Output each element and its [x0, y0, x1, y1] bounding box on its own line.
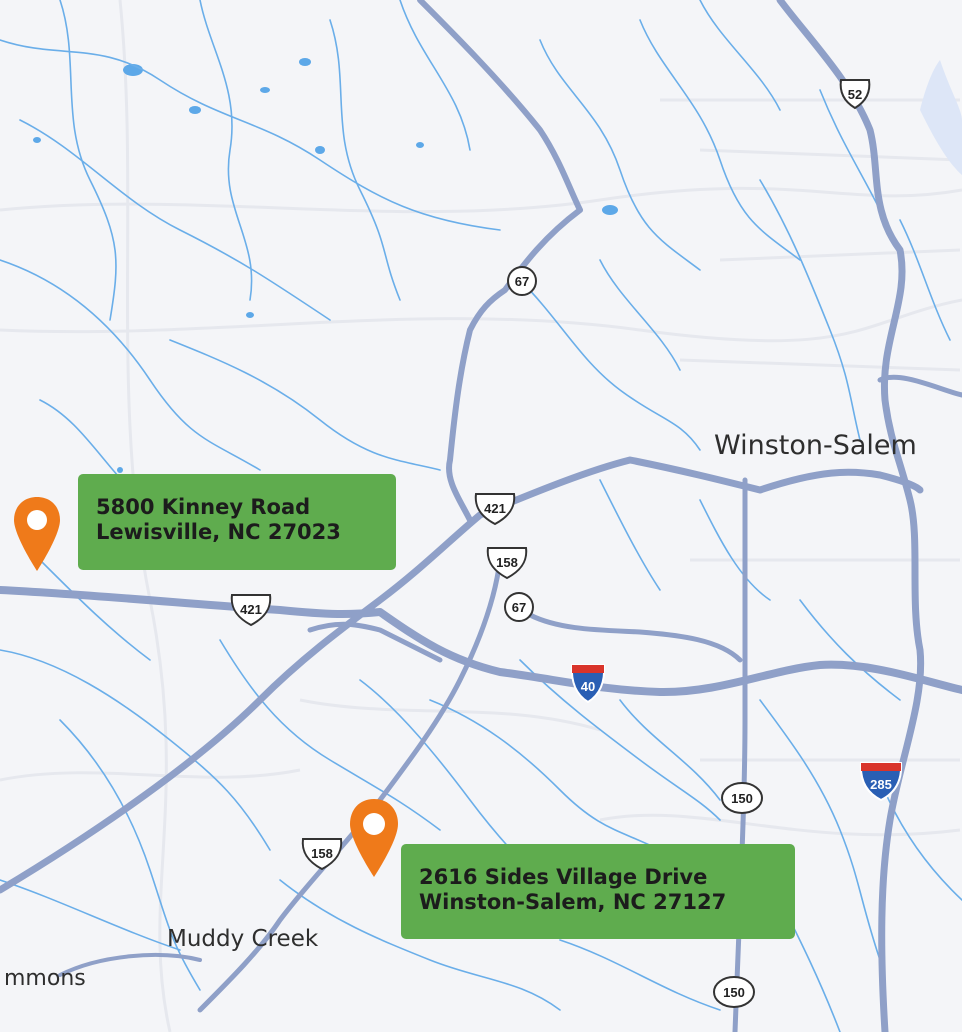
us-158-north-label: 158 — [496, 555, 518, 570]
callout-sides-line2: Winston-Salem, NC 27127 — [419, 890, 727, 914]
us-158-shield-north[interactable]: 158 — [484, 545, 530, 581]
nc-67-shield-south[interactable]: 67 — [502, 590, 536, 624]
i-285-shield[interactable]: 285 — [858, 760, 904, 802]
map-pin-icon-sides[interactable] — [347, 797, 401, 881]
us-52-shield[interactable]: 52 — [837, 77, 873, 111]
us-421-shield-north[interactable]: 421 — [472, 491, 518, 527]
callout-sides-line1: 2616 Sides Village Drive — [419, 865, 708, 889]
nc-150-south-label: 150 — [723, 985, 745, 1000]
us-421-west-label: 421 — [240, 602, 262, 617]
us-421-north-label: 421 — [484, 501, 506, 516]
callout-kinney[interactable]: 5800 Kinney Road Lewisville, NC 27023 — [78, 474, 396, 570]
us-52-label: 52 — [848, 87, 862, 102]
place-label-muddy-creek: Muddy Creek — [167, 926, 319, 952]
lake-shape — [920, 60, 962, 175]
us-158-shield-south[interactable]: 158 — [299, 836, 345, 872]
i-40-label: 40 — [581, 679, 595, 694]
callout-kinney-line2: Lewisville, NC 27023 — [96, 520, 341, 544]
nc-150-shield-south[interactable]: 150 — [711, 974, 757, 1010]
place-label-winston-salem: Winston-Salem — [714, 430, 917, 461]
callout-kinney-line1: 5800 Kinney Road — [96, 495, 311, 519]
nc-150-north-label: 150 — [731, 791, 753, 806]
map-pin-icon-kinney[interactable] — [11, 495, 63, 575]
nc-67-south-label: 67 — [512, 600, 526, 615]
i-285-label: 285 — [870, 777, 892, 792]
nc-150-shield-north[interactable]: 150 — [719, 780, 765, 816]
place-label-clemmons: mmons — [4, 966, 86, 991]
us-421-shield-west[interactable]: 421 — [228, 592, 274, 628]
i-40-shield[interactable]: 40 — [569, 662, 607, 704]
callout-sides[interactable]: 2616 Sides Village Drive Winston-Salem, … — [401, 844, 795, 939]
nc-67-north-label: 67 — [515, 274, 529, 289]
us-158-south-label: 158 — [311, 846, 333, 861]
nc-67-shield-north[interactable]: 67 — [505, 264, 539, 298]
